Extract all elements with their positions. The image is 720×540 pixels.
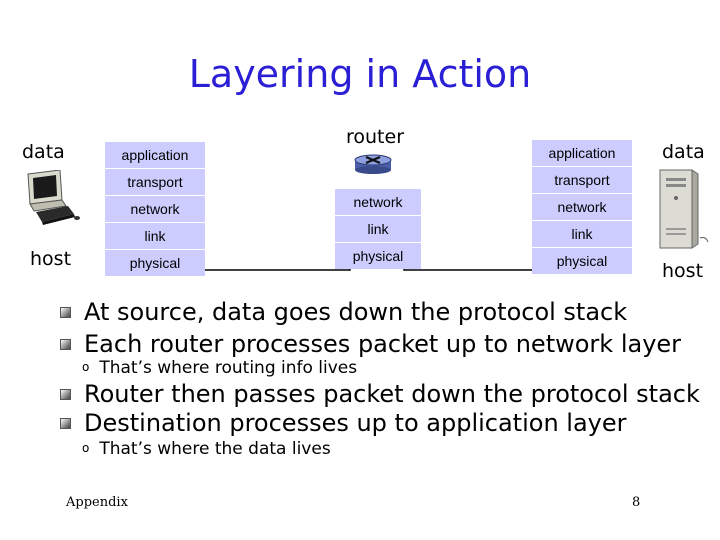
layer-network: network bbox=[532, 193, 632, 220]
layer-application: application bbox=[532, 139, 632, 166]
source-protocol-stack: application transport network link physi… bbox=[105, 141, 205, 276]
host-label-right: host bbox=[662, 260, 704, 282]
layer-link: link bbox=[335, 215, 421, 242]
router-icon bbox=[353, 150, 393, 174]
page-number: 8 bbox=[632, 495, 641, 510]
layer-link: link bbox=[105, 222, 205, 249]
layer-application: application bbox=[105, 141, 205, 168]
slide-title: Layering in Action bbox=[188, 52, 532, 96]
layer-transport: transport bbox=[532, 166, 632, 193]
bullet-item: Each router processes packet up to netwo… bbox=[60, 330, 681, 358]
footer-section-label: Appendix bbox=[66, 495, 128, 510]
layer-physical: physical bbox=[532, 247, 632, 274]
router-protocol-stack: network link physical bbox=[335, 188, 421, 269]
bullet-square-icon bbox=[60, 339, 71, 350]
layer-network: network bbox=[105, 195, 205, 222]
layer-physical: physical bbox=[335, 242, 421, 269]
bullet-item: At source, data goes down the protocol s… bbox=[60, 298, 627, 326]
desktop-computer-icon bbox=[22, 169, 82, 232]
data-label-right: data bbox=[662, 141, 705, 163]
router-label: router bbox=[346, 126, 405, 148]
bullet-square-icon bbox=[60, 389, 71, 400]
bullet-square-icon bbox=[60, 307, 71, 318]
bullet-item: Router then passes packet down the proto… bbox=[60, 380, 700, 408]
bullet-item: Destination processes up to application … bbox=[60, 409, 627, 437]
layer-physical: physical bbox=[105, 249, 205, 276]
server-tower-icon bbox=[654, 168, 710, 252]
layer-network: network bbox=[335, 188, 421, 215]
layer-link: link bbox=[532, 220, 632, 247]
layer-transport: transport bbox=[105, 168, 205, 195]
bullet-square-icon bbox=[60, 418, 71, 429]
data-label-left: data bbox=[22, 141, 65, 163]
destination-protocol-stack: application transport network link physi… bbox=[532, 139, 632, 274]
host-label-left: host bbox=[30, 248, 72, 270]
